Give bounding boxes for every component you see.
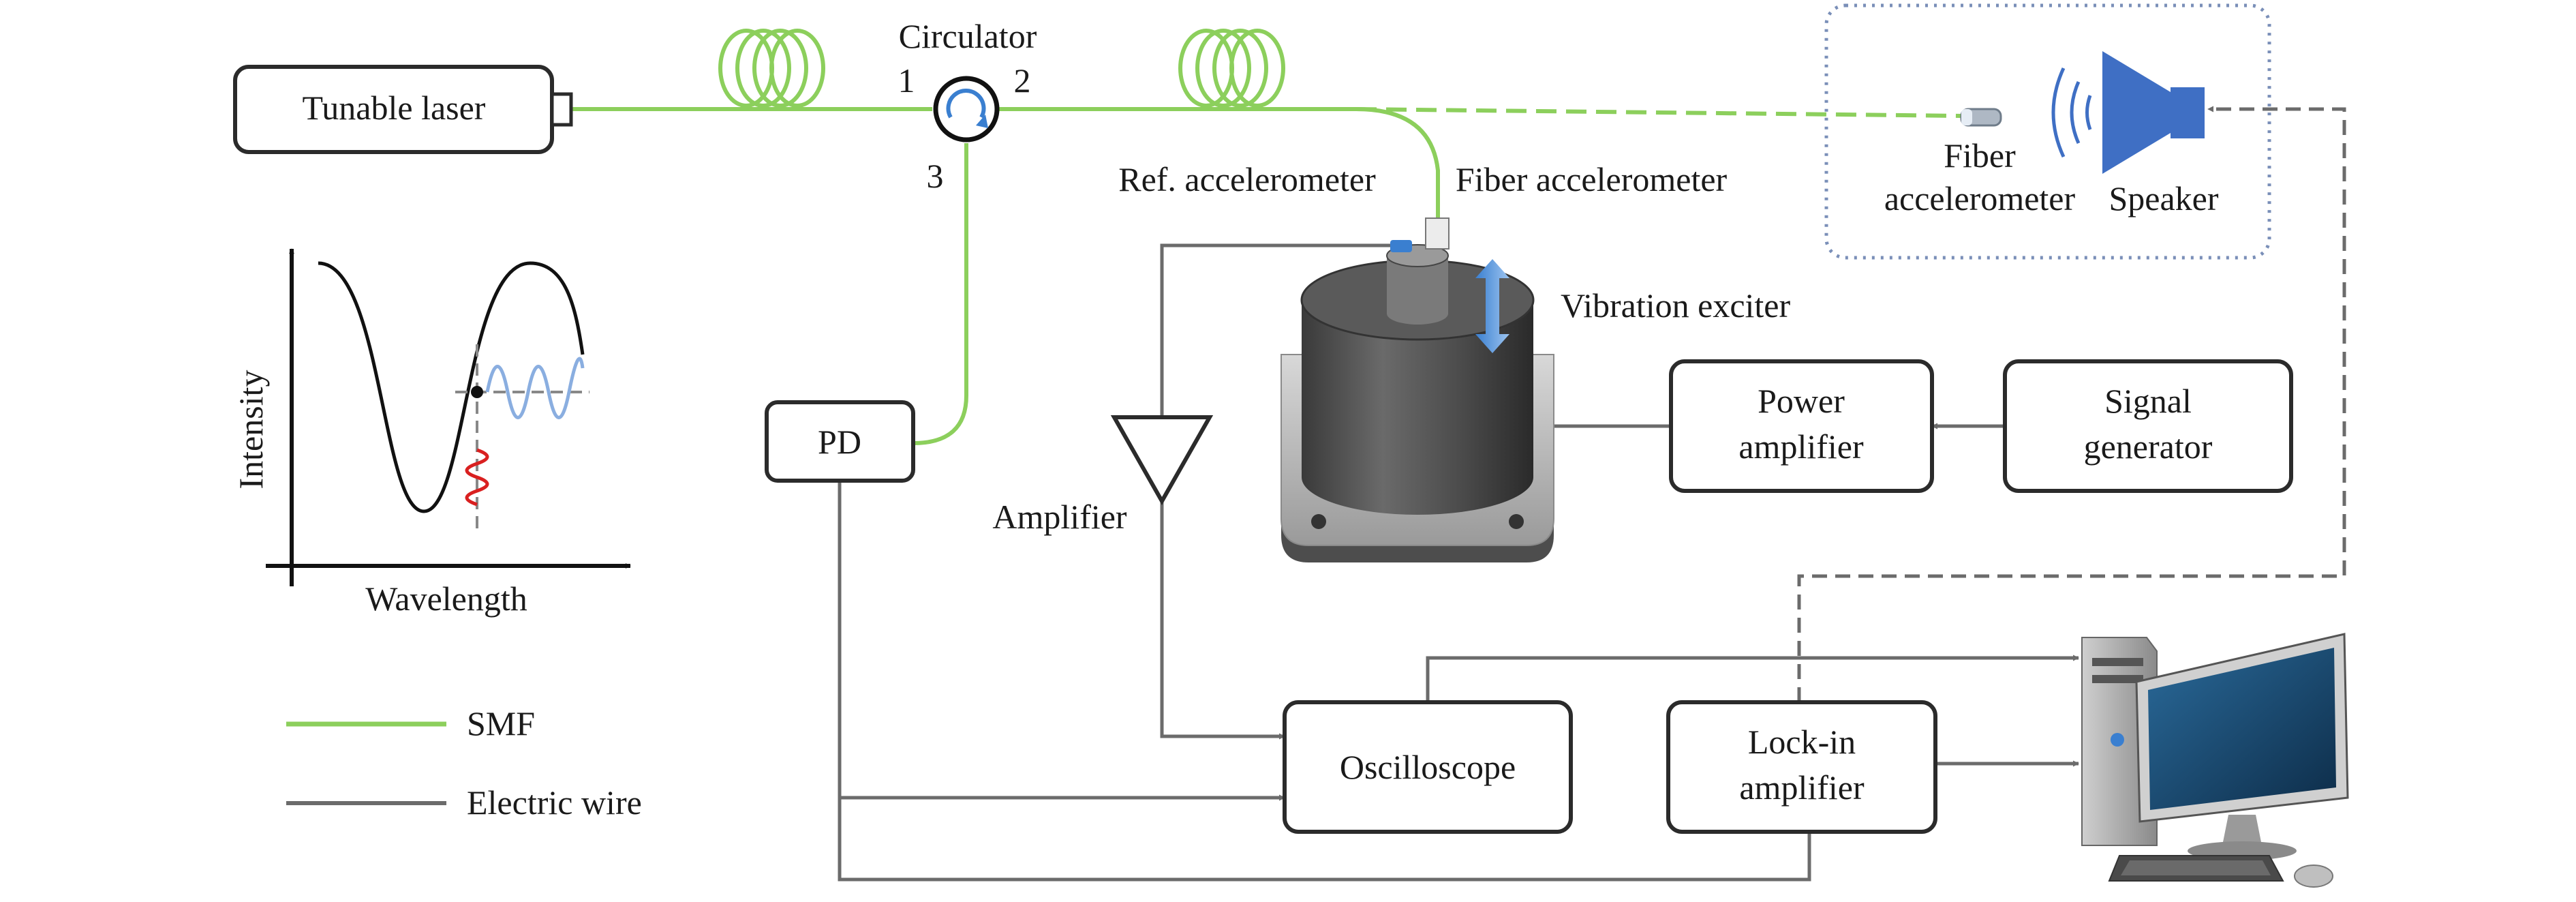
pd-box: PD — [765, 400, 915, 483]
signal-generator-line1: Signal — [2104, 382, 2192, 420]
tunable-laser: Tunable laser — [233, 65, 573, 154]
plot-modulated-output — [485, 357, 585, 419]
plot-wavelength-modulation — [465, 448, 489, 507]
inset-fiber-accelerometer-line2: accelerometer — [1884, 179, 2076, 217]
amplifier-label: Amplifier — [992, 498, 1127, 536]
tunable-laser-label: Tunable laser — [303, 89, 486, 127]
circulator-label: Circulator — [899, 17, 1037, 55]
inset-fiber-accelerometer-line1: Fiber — [1944, 136, 2016, 175]
wire-lockin-to-speaker — [1797, 106, 2346, 702]
port-3-label: 3 — [927, 157, 944, 195]
power-amplifier-box: Power amplifier — [1669, 359, 1934, 493]
fiber-coil-icon — [1178, 29, 1285, 108]
lockin-amplifier-box: Lock-in amplifier — [1666, 700, 1937, 834]
legend-smf-label: SMF — [467, 704, 535, 742]
computer-icon — [2081, 633, 2349, 888]
ref-accelerometer-label: Ref. accelerometer — [1118, 160, 1376, 198]
wire-oscilloscope-to-pc — [1426, 655, 2079, 709]
speaker-label: Speaker — [2109, 179, 2218, 217]
wire-amplifier-to-oscilloscope — [1160, 498, 1285, 740]
lockin-line2: amplifier — [1739, 768, 1865, 807]
pd-label: PD — [818, 423, 861, 461]
speaker-icon — [2051, 51, 2205, 174]
oscilloscope-label: Oscilloscope — [1340, 748, 1516, 786]
fiber-to-inset-accelerometer — [1355, 107, 1963, 118]
amplifier-triangle-icon — [1110, 415, 1214, 506]
power-amplifier-line2: amplifier — [1738, 427, 1864, 466]
spectrum-inset-plot: Intensity Wavelength — [232, 248, 631, 618]
fiber-accelerometer-label: Fiber accelerometer — [1456, 160, 1728, 198]
plot-spectrum-curve — [318, 261, 585, 513]
signal-generator-box: Signal generator — [2003, 359, 2293, 493]
legend: SMF Electric wire — [286, 704, 642, 822]
plot-ylabel: Intensity — [232, 370, 270, 490]
plot-bias-point — [471, 386, 483, 398]
inset-fiber-accelerometer-icon — [1960, 108, 2002, 127]
port-2-label: 2 — [1014, 61, 1031, 100]
circulator-icon — [933, 76, 1000, 142]
oscilloscope-box: Oscilloscope — [1283, 700, 1573, 834]
fiber-coil-icon — [718, 29, 825, 108]
vibration-exciter-icon — [1281, 217, 1554, 562]
lockin-line1: Lock-in — [1748, 723, 1856, 761]
wire-ref-accel-to-amplifier — [1160, 243, 1390, 416]
fiber-circulator-to-pd — [913, 143, 968, 445]
vibration-exciter-label: Vibration exciter — [1561, 286, 1790, 325]
signal-generator-line2: generator — [2084, 427, 2213, 466]
electric-wires — [838, 106, 2346, 882]
fiber-paths — [571, 107, 1963, 445]
legend-wire-label: Electric wire — [467, 783, 642, 822]
speaker-inset-frame — [1824, 3, 2271, 260]
port-1-label: 1 — [898, 61, 915, 100]
plot-xlabel: Wavelength — [365, 580, 527, 618]
wire-pd-to-lockin — [838, 798, 1813, 882]
power-amplifier-line1: Power — [1758, 382, 1845, 420]
